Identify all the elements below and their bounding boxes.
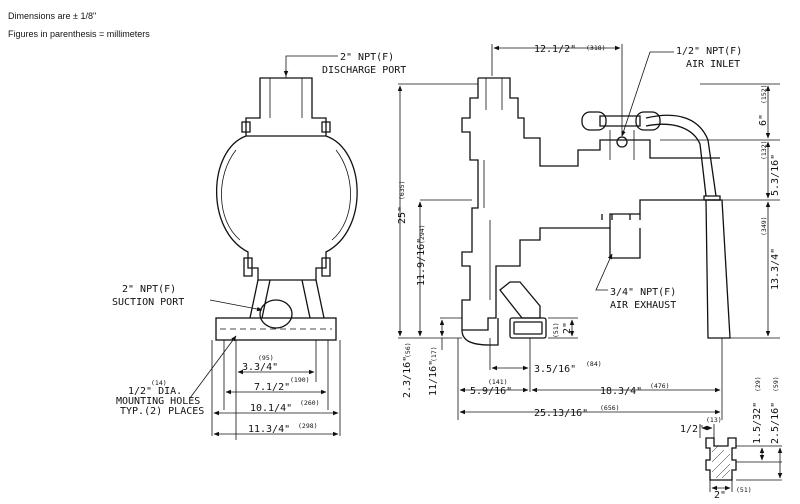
dim-1-5-32: 1.5/32": [752, 402, 763, 444]
air-inlet-size: 1/2" NPT(F): [676, 46, 742, 57]
air-exhaust-label: AIR EXHAUST: [610, 300, 676, 311]
dim-12-1-2: 12.1/2": [534, 44, 576, 55]
dim-2-5-16: 2.5/16": [770, 402, 781, 444]
dim-13-3-4-mm: (349): [760, 216, 768, 236]
dim-3-5-16-mm: (84): [586, 360, 602, 368]
dim-11-3-4: 11.3/4": [248, 424, 290, 435]
dim-2-detail: 2": [714, 490, 726, 501]
air-inlet-label: AIR INLET: [686, 59, 740, 70]
dim-5-9-16-mm: (141): [488, 378, 508, 386]
dim-12-1-2-mm: (318): [586, 44, 606, 52]
dim-2-mm: (51): [552, 322, 560, 338]
dim-6-mm: (152): [760, 84, 768, 104]
side-dimensions: [397, 44, 780, 420]
dim-6: 6": [758, 114, 769, 126]
dim-18-3-4-mm: (476): [650, 382, 670, 390]
suction-port-circle: [259, 299, 293, 329]
dim-1-2-mm: (13): [706, 416, 722, 424]
dim-1-2: 1/2": [680, 424, 704, 435]
mounting-holes-count: TYP.(2) PLACES: [120, 406, 204, 417]
dim-10-1-4-mm: (260): [300, 399, 320, 407]
dim-25: 25": [397, 206, 408, 224]
dim-2-3-16: 2.3/16": [402, 356, 413, 398]
base-plate: [215, 317, 337, 341]
dim-7-1-2: 7.1/2": [254, 382, 290, 393]
dim-2-5-16-mm: (59): [772, 376, 780, 392]
dim-3-3-4-mm: (95): [258, 354, 274, 362]
dim-11-16: 11/16": [428, 360, 439, 396]
mounting-holes-label: MOUNTING HOLES: [116, 396, 200, 407]
dim-3-3-4: 3.3/4": [242, 362, 278, 373]
dim-2: 2": [562, 322, 573, 334]
port-detail-view: [699, 424, 783, 492]
discharge-neck: [245, 77, 327, 137]
millimeter-note: Figures in parenthesis = millimeters: [8, 29, 150, 39]
dim-25-13-16-mm: (656): [600, 404, 620, 412]
dim-7-1-2-mm: (190): [290, 376, 310, 384]
discharge-port-label: DISCHARGE PORT: [322, 65, 406, 76]
mounting-holes-mm: (14): [151, 379, 167, 387]
dim-18-3-4: 18.3/4": [600, 386, 642, 397]
dim-11-3-4-mm: (298): [298, 422, 318, 430]
dim-3-5-16: 3.5/16": [534, 364, 576, 375]
dim-25-mm: (635): [398, 180, 406, 200]
suction-port-label: SUCTION PORT: [112, 297, 184, 308]
mounting-holes-size: 1/2" DIA.: [128, 386, 182, 397]
discharge-port-size: 2" NPT(F): [340, 52, 394, 63]
dim-10-1-4: 10.1/4": [250, 403, 292, 414]
dim-11-9-16-mm: (294): [418, 224, 426, 244]
dim-2-detail-mm: (51): [736, 486, 752, 494]
tolerance-note: Dimensions are ± 1/8": [8, 11, 97, 21]
dim-1-5-32-mm: (29): [754, 376, 762, 392]
air-exhaust-size: 3/4" NPT(F): [610, 287, 676, 298]
dim-5-9-16: 5.9/16": [470, 386, 512, 397]
front-dimensions: [211, 340, 341, 440]
suction-port-size: 2" NPT(F): [122, 284, 176, 295]
dim-5-3-16: 5.3/16": [770, 154, 781, 196]
dim-11-16-mm: (17): [430, 346, 438, 362]
front-view: [215, 70, 358, 341]
suction-legs: [249, 279, 325, 319]
side-view: [461, 77, 731, 346]
dim-11-9-16: 11.9/16": [416, 238, 427, 286]
dim-25-13-16: 25.13/16": [534, 408, 588, 419]
dim-13-3-4: 13.3/4": [770, 248, 781, 290]
dim-5-3-16-mm: (132): [760, 140, 768, 160]
pump-body: [216, 135, 358, 281]
dim-2-3-16-mm: (56): [404, 342, 412, 358]
